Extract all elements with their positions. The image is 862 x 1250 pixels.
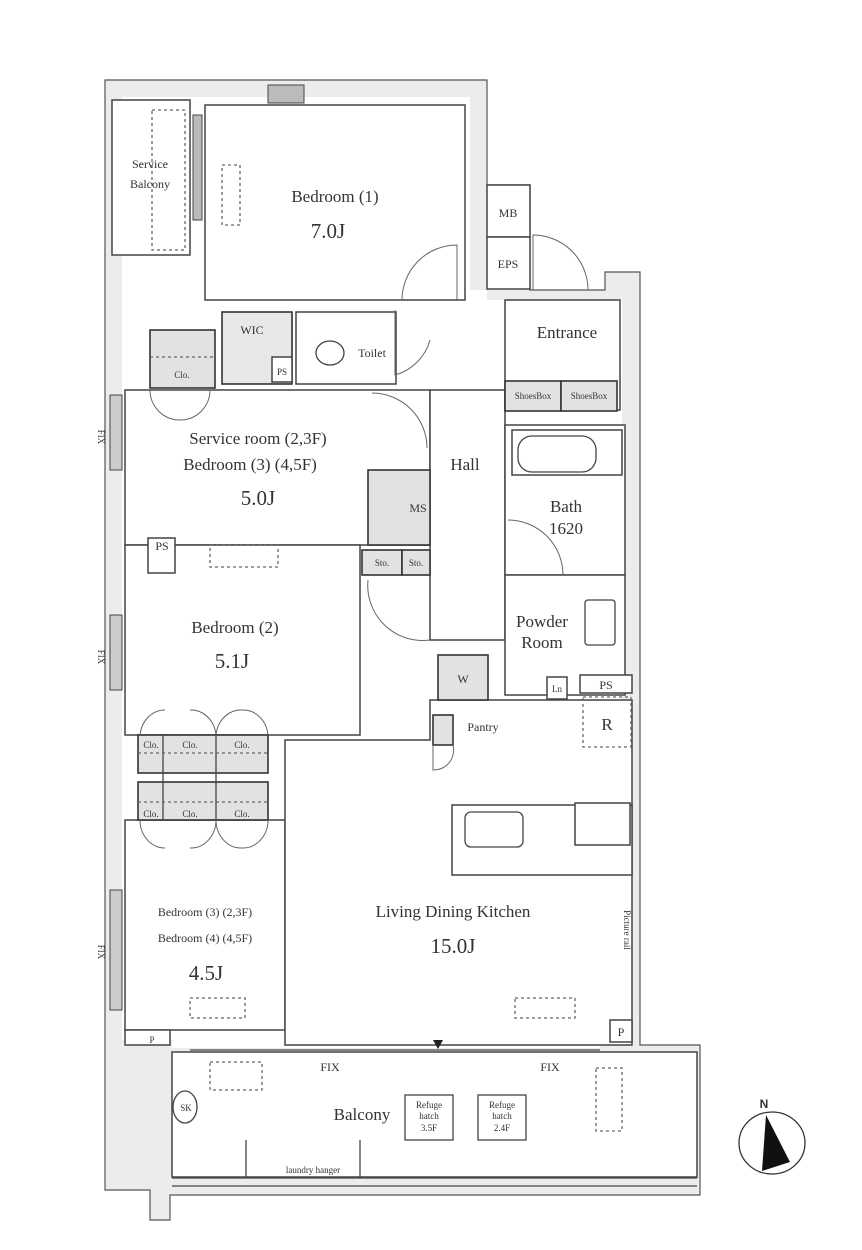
eps-label: EPS (498, 257, 519, 271)
closet-label: Clo. (234, 809, 249, 819)
storage-label: Sto. (409, 558, 423, 568)
balcony-area (171, 1051, 698, 1178)
north-compass-icon: N (738, 1097, 806, 1175)
pipe-label: P (618, 1025, 625, 1039)
refuge-hatch-label: Refuge (489, 1100, 515, 1110)
bath-label: Bath (550, 497, 583, 516)
closet-label: Clo. (234, 740, 249, 750)
bath-size-label: 1620 (549, 519, 583, 538)
bedroom-2-label: Bedroom (2) (191, 618, 278, 637)
compass-north-label: N (760, 1097, 769, 1111)
refuge-hatch-label: Refuge (416, 1100, 442, 1110)
balcony-label: Balcony (334, 1105, 391, 1124)
hall-label: Hall (450, 455, 480, 474)
sink-label: SK (180, 1103, 192, 1113)
service-balcony-label-2: Balcony (130, 177, 170, 191)
bedroom-2-area: 5.1J (215, 649, 249, 673)
powder-room-label: Powder (516, 612, 568, 631)
pantry-label: Pantry (467, 720, 498, 734)
closet-label: Clo. (143, 740, 158, 750)
bedroom-1-area (204, 104, 466, 301)
laundry-hanger-label: laundry hanger (286, 1165, 340, 1175)
refuge-hatch-label: hatch (419, 1111, 439, 1121)
closet-label: Clo. (174, 370, 189, 380)
linen-label: Ln (552, 684, 562, 694)
outer-walls (104, 79, 701, 1221)
washing-machine-label: W (457, 672, 469, 686)
ms-label: MS (409, 501, 426, 515)
service-room-label: Service room (2,3F) (189, 429, 326, 448)
powder-room-label-2: Room (521, 633, 563, 652)
service-balcony-label: Service (132, 157, 168, 171)
fixtures (124, 109, 633, 1178)
refuge-hatch-label: 2.4F (494, 1123, 510, 1133)
closet-label: Clo. (143, 809, 158, 819)
wic-label: WIC (240, 323, 263, 337)
service-room-area: 5.0J (241, 486, 275, 510)
fix-window-label: FIX (320, 1060, 340, 1074)
refuge-hatch-label: hatch (492, 1111, 512, 1121)
bedroom-3-label: Bedroom (3) (2,3F) (158, 905, 252, 919)
fix-window-label: FIX (96, 945, 106, 960)
ps-label: PS (599, 678, 612, 692)
entrance-label: Entrance (537, 323, 597, 342)
bedroom-34-area: 4.5J (189, 961, 223, 985)
bedroom-3-label: Bedroom (3) (4,5F) (183, 455, 317, 474)
storage-label: Sto. (375, 558, 389, 568)
fix-window-label: FIX (96, 650, 106, 665)
door-swings (139, 234, 589, 849)
closet-label: Clo. (182, 809, 197, 819)
ldk-label: Living Dining Kitchen (376, 902, 531, 921)
bedroom-1-area-label: 7.0J (311, 219, 345, 243)
refrigerator-label: R (601, 715, 613, 734)
fix-window-label: FIX (540, 1060, 560, 1074)
picture-rail-label: Picture rail (622, 910, 632, 950)
service-balcony-area (111, 99, 191, 256)
fix-window-label: FIX (96, 430, 106, 445)
pipe-label: P (149, 1035, 154, 1045)
shoes-box-label: ShoesBox (515, 391, 552, 401)
closet-label: Clo. (182, 740, 197, 750)
shoes-box-label: ShoesBox (571, 391, 608, 401)
windows (109, 84, 305, 1011)
mb-label: MB (499, 206, 518, 220)
refuge-hatch-label: 3.5F (421, 1123, 437, 1133)
bedroom-1-label: Bedroom (1) (291, 187, 378, 206)
bedroom-4-label: Bedroom (4) (4,5F) (158, 931, 252, 945)
ps-label: PS (155, 539, 168, 553)
ldk-area: 15.0J (431, 934, 476, 958)
toilet-label: Toilet (358, 346, 386, 360)
ps-label: PS (277, 367, 287, 377)
